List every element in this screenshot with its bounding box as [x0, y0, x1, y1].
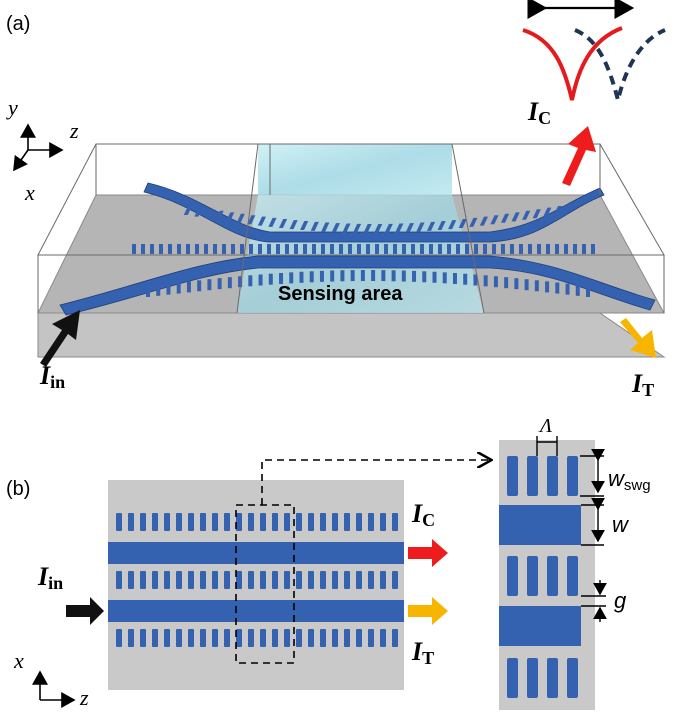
g-label: g [614, 588, 627, 613]
cross-arrow-b [408, 539, 448, 567]
device-3d [37, 143, 666, 358]
sensing-area-label: Sensing area [278, 283, 403, 305]
zoom-view [499, 436, 607, 710]
label-c-a: IC [527, 97, 551, 128]
axis-y-label: y [6, 95, 18, 120]
through-arrow-b [408, 597, 448, 625]
waveguides-3d [59, 182, 656, 316]
axes-a [13, 123, 64, 172]
wswg-label: wswg [608, 466, 651, 494]
label-in-a: Iin [39, 361, 65, 392]
label-t-a: IT [631, 369, 654, 400]
label-t-b: IT [411, 637, 434, 668]
axis-z-label: z [69, 118, 79, 143]
axes-b [32, 670, 76, 708]
label-c-b: IC [411, 499, 435, 530]
grating-2d [116, 513, 398, 647]
axis-x-label-b: x [13, 648, 24, 673]
cross-arrow-a [562, 126, 596, 186]
w-label: w [612, 512, 630, 537]
label-in-b: Iin [37, 562, 63, 593]
spectrum-shift-graphic [522, 0, 666, 101]
grating-3d [132, 206, 595, 297]
axis-x-label: x [24, 180, 35, 205]
axis-z-label-b: z [79, 685, 89, 710]
waveguide-top [108, 542, 404, 564]
panel-b-label: (b) [6, 478, 30, 500]
through-arrow-a [620, 318, 656, 358]
zoom-region-box [235, 504, 295, 664]
input-arrow-a [40, 310, 80, 367]
panel-a-label: (a) [6, 13, 30, 35]
period-label: Λ [538, 415, 552, 437]
input-arrow-b [66, 597, 104, 625]
waveguide-bottom [108, 600, 404, 622]
zoom-connector [261, 460, 490, 505]
